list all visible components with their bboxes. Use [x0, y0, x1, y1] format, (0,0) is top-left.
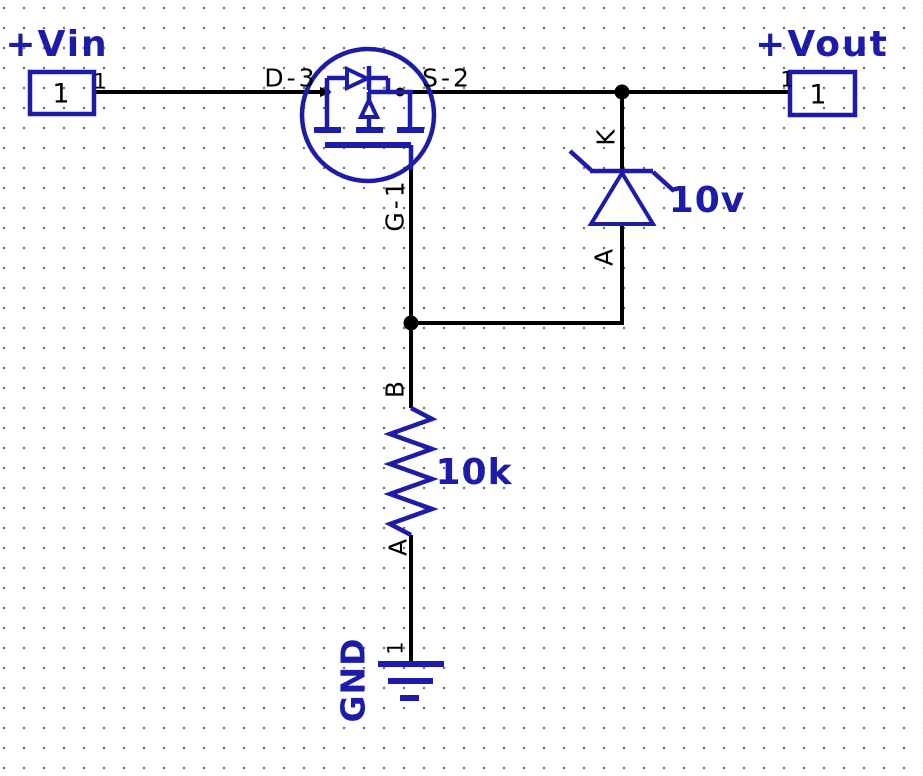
vout-designator: 1 — [809, 79, 827, 111]
vin-port-box[interactable] — [27, 69, 97, 117]
zener-anode-label: A — [589, 247, 619, 267]
zener-diode-symbol[interactable] — [568, 149, 676, 226]
resistor-value[interactable]: 10k — [435, 452, 513, 493]
resistor-top-pin-label: B — [380, 379, 410, 399]
mosfet-symbol[interactable] — [299, 46, 437, 184]
resistor-symbol[interactable] — [383, 406, 439, 537]
zener-bar-right-bend — [651, 170, 676, 193]
junction-dot-gate-node — [403, 315, 419, 331]
zener-anode-triangle — [587, 169, 657, 226]
zener-bar-left-bend — [568, 149, 593, 172]
vout-pin-number: 1 — [780, 67, 794, 92]
net-label-vin[interactable]: +Vin — [5, 24, 109, 65]
zener-cathode-label: K — [591, 128, 621, 146]
gnd-pin-number: 1 — [383, 641, 408, 655]
net-label-gnd[interactable]: GND — [333, 637, 373, 723]
mosfet-gate-label: G-1 — [380, 178, 410, 232]
mosfet-bodydiode-triangle — [345, 65, 372, 92]
junction-dot-vout-node — [614, 84, 630, 100]
zener-value[interactable]: 10v — [668, 180, 746, 221]
mosfet-source-label: S-2 — [422, 63, 472, 93]
mosfet-body-arrow — [357, 95, 381, 119]
vin-designator: 1 — [52, 78, 70, 110]
ground-symbol[interactable] — [378, 661, 444, 701]
vin-pin-number: 1 — [93, 69, 107, 94]
mosfet-drain-label: D-3 — [264, 63, 318, 93]
mosfet-body-circle — [299, 46, 437, 184]
mosfet-bodydiode-lines — [327, 75, 391, 92]
vout-port-box[interactable] — [787, 69, 858, 118]
wire-zener-anode-to-gate-node[interactable] — [411, 222, 624, 325]
resistor-bottom-pin-label: A — [383, 537, 413, 557]
net-label-vout[interactable]: +Vout — [755, 24, 889, 65]
